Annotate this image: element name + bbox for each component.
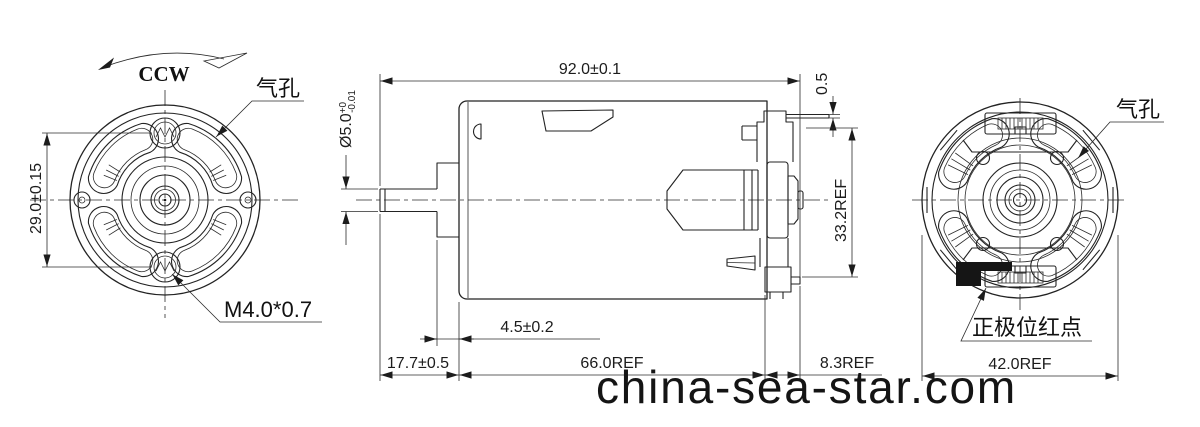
dim-rear-height: 33.2REF xyxy=(802,127,858,278)
positive-terminal-label: 正极位红点 xyxy=(972,315,1082,340)
dim-mount-hole-spacing: 29.0±0.15 xyxy=(28,132,152,268)
shaft xyxy=(379,188,437,213)
rear-outline-circles xyxy=(921,101,1119,299)
endbell-cap xyxy=(766,161,804,239)
rear-view: 气孔 正极位红点 42.0REF xyxy=(912,97,1164,381)
screw-spec-label: M4.0*0.7 xyxy=(224,297,312,322)
rear-length-value: 8.3REF xyxy=(820,355,874,372)
shaft-length-value: 17.7±0.5 xyxy=(387,355,449,372)
end-cap-width-value: 42.0REF xyxy=(988,356,1051,373)
rear-air-hole-label: 气孔 xyxy=(1116,97,1160,122)
dim-shaft-diameter: Ø5.0+0-0.01 xyxy=(338,90,378,245)
front-side-holes xyxy=(73,191,257,209)
front-air-hole-label: 气孔 xyxy=(256,76,300,101)
case-crimp-notches xyxy=(926,129,1114,271)
overall-length-value: 92.0±0.1 xyxy=(559,61,621,78)
dim-boss-length: 4.5±0.2 xyxy=(420,240,600,381)
watermark-text: china-sea-star.com xyxy=(596,361,1017,413)
rear-terminal-bottom xyxy=(956,247,1078,288)
ccw-label: CCW xyxy=(138,62,189,86)
terminal-thickness-value: 0.5 xyxy=(814,73,831,95)
terminal-top xyxy=(741,110,830,162)
dim-overall-length: 92.0±0.1 xyxy=(379,61,801,277)
dim-bottom-chain: 17.7±0.5 66.0REF 8.3REF xyxy=(379,214,882,381)
rear-height-value: 33.2REF xyxy=(833,179,850,242)
rear-terminal-top xyxy=(962,112,1078,153)
front-outline-circles xyxy=(69,104,261,296)
ccw-rotation-arrow xyxy=(98,52,248,70)
case-vent-hole xyxy=(473,123,482,140)
front-air-hole-callout: 气孔 xyxy=(215,76,304,138)
shaft-diameter-value: Ø5.0+0-0.01 xyxy=(338,90,358,148)
terminal-bottom-bracket xyxy=(726,238,801,299)
screw-spec-callout: M4.0*0.7 xyxy=(171,273,322,323)
case-top-vent xyxy=(541,109,614,132)
positive-terminal-callout: 正极位红点 xyxy=(960,287,1092,342)
rear-air-hole-callout: 气孔 xyxy=(1077,97,1164,159)
mount-hole-spacing-value: 29.0±0.15 xyxy=(28,163,45,234)
boss-length-value: 4.5±0.2 xyxy=(500,319,553,336)
front-view: CCW 气孔 29.0±0.15 M4.0*0.7 xyxy=(28,52,322,323)
dim-terminal-thickness: 0.5 xyxy=(814,73,840,137)
endbell-cone xyxy=(666,169,759,231)
bearing-boss xyxy=(436,162,459,238)
body-length-value: 66.0REF xyxy=(580,355,643,372)
side-view: 92.0±0.1 Ø5.0+0-0.01 0.5 33.2REF xyxy=(338,61,882,381)
dim-end-cap-width: 42.0REF xyxy=(921,235,1119,381)
positive-terminal-mark xyxy=(956,262,1012,286)
